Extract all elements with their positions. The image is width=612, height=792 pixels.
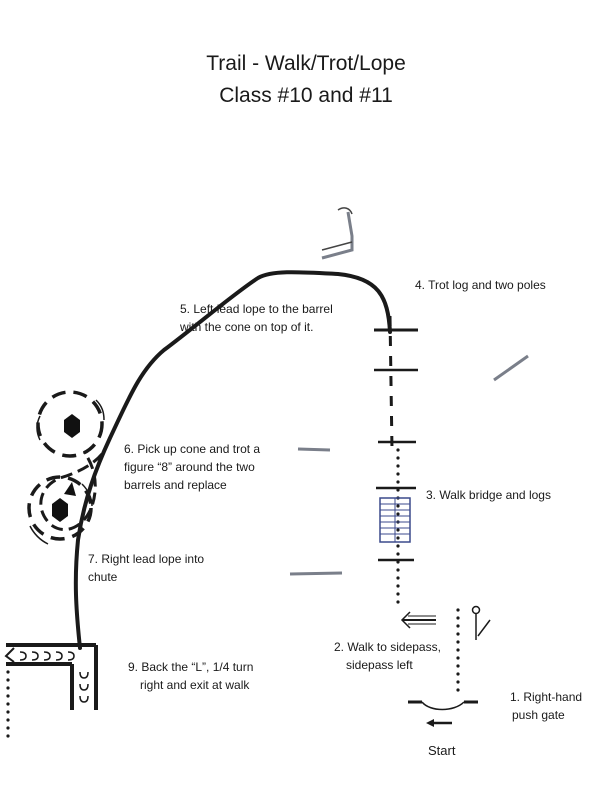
gate-icon: [408, 605, 491, 711]
walk-dot: [456, 688, 460, 692]
barrel-with-cone-icon: [27, 475, 93, 545]
walk-dot: [456, 608, 460, 612]
step-6-label: 6. Pick up cone and trot a figure “8” ar…: [124, 440, 260, 494]
walk-dot: [6, 718, 10, 722]
walk-dot: [396, 456, 400, 460]
step-2-line1: 2. Walk to sidepass,: [334, 640, 441, 654]
step-7-label: 7. Right lead lope into chute: [88, 550, 204, 586]
walk-dot: [6, 710, 10, 714]
walk-dot: [396, 544, 400, 548]
walk-dot: [396, 592, 400, 596]
barrel-icon: [36, 390, 105, 458]
walk-dot: [396, 600, 400, 604]
step-5-line2: with the cone on top of it.: [180, 320, 314, 334]
figure-eight-path: [39, 451, 104, 531]
walk-dot: [456, 664, 460, 668]
step-9-line1: 9. Back the “L”, 1/4 turn: [128, 660, 254, 674]
trot-dashes: [388, 315, 394, 451]
step-1-label: 1. Right-hand push gate: [510, 688, 582, 724]
step-6-line2: figure “8” around the two: [124, 460, 255, 474]
step-7-line1: 7. Right lead lope into: [88, 552, 205, 566]
step-9-label: 9. Back the “L”, 1/4 turn right and exit…: [128, 658, 253, 694]
step-3-label: 3. Walk bridge and logs: [426, 486, 551, 504]
step-7-line2: chute: [88, 570, 118, 584]
walk-dot: [456, 624, 460, 628]
walk-dot: [456, 672, 460, 676]
step-6-line1: 6. Pick up cone and trot a: [124, 442, 261, 456]
sidepass-pole: [400, 611, 436, 629]
start-label: Start: [428, 743, 456, 758]
walk-dot: [6, 686, 10, 690]
walk-dot: [456, 648, 460, 652]
walk-dot: [456, 616, 460, 620]
walk-dot: [456, 640, 460, 644]
step-5-label: 5. Left lead lope to the barrel with the…: [180, 300, 333, 336]
ground-pole-1: [297, 447, 331, 452]
step-2-line2: sidepass left: [346, 658, 413, 672]
step-9-line2: right and exit at walk: [140, 678, 250, 692]
step-6-line3: barrels and replace: [124, 478, 227, 492]
walk-dot: [396, 576, 400, 580]
step-4-line1: 4. Trot log and two poles: [415, 278, 546, 292]
walk-dot: [6, 726, 10, 730]
walk-dot: [456, 656, 460, 660]
walk-dot: [456, 632, 460, 636]
bridge: [379, 497, 411, 543]
step-5-line1: 5. Left lead lope to the barrel: [180, 302, 333, 316]
walk-dot: [396, 480, 400, 484]
mailbox-icon: [321, 207, 354, 260]
walk-dot: [396, 472, 400, 476]
back-through-L-chute: [4, 643, 98, 710]
walk-dot: [6, 734, 10, 738]
walk-dot: [6, 694, 10, 698]
walk-dot: [396, 536, 400, 540]
walk-dot: [396, 552, 400, 556]
step-1-line1: 1. Right-hand: [510, 690, 583, 704]
walk-dot: [456, 680, 460, 684]
walk-dot: [396, 448, 400, 452]
walk-dot: [6, 702, 10, 706]
walk-path-dots: [6, 448, 460, 738]
step-4-label: 4. Trot log and two poles: [415, 276, 546, 294]
step-3-line1: 3. Walk bridge and logs: [426, 488, 551, 502]
ground-pole-2: [289, 571, 343, 576]
pattern-title: Trail - Walk/Trot/Lope: [206, 52, 406, 75]
step-2-label: 2. Walk to sidepass, sidepass left: [334, 638, 441, 674]
cone-icon: [64, 482, 76, 496]
walk-dot: [396, 504, 400, 508]
walk-dot: [396, 528, 400, 532]
step-1-line2: push gate: [512, 708, 565, 722]
lope-path-line: [73, 270, 392, 650]
walk-dot: [6, 670, 10, 674]
direction-arrow-icon: [426, 719, 452, 727]
ground-pole-3: [493, 354, 529, 382]
walk-dot: [6, 678, 10, 682]
walk-dot: [396, 464, 400, 468]
walk-dot: [396, 568, 400, 572]
walk-dot: [396, 584, 400, 588]
pattern-subtitle: Class #10 and #11: [219, 84, 393, 107]
walk-dot: [396, 512, 400, 516]
